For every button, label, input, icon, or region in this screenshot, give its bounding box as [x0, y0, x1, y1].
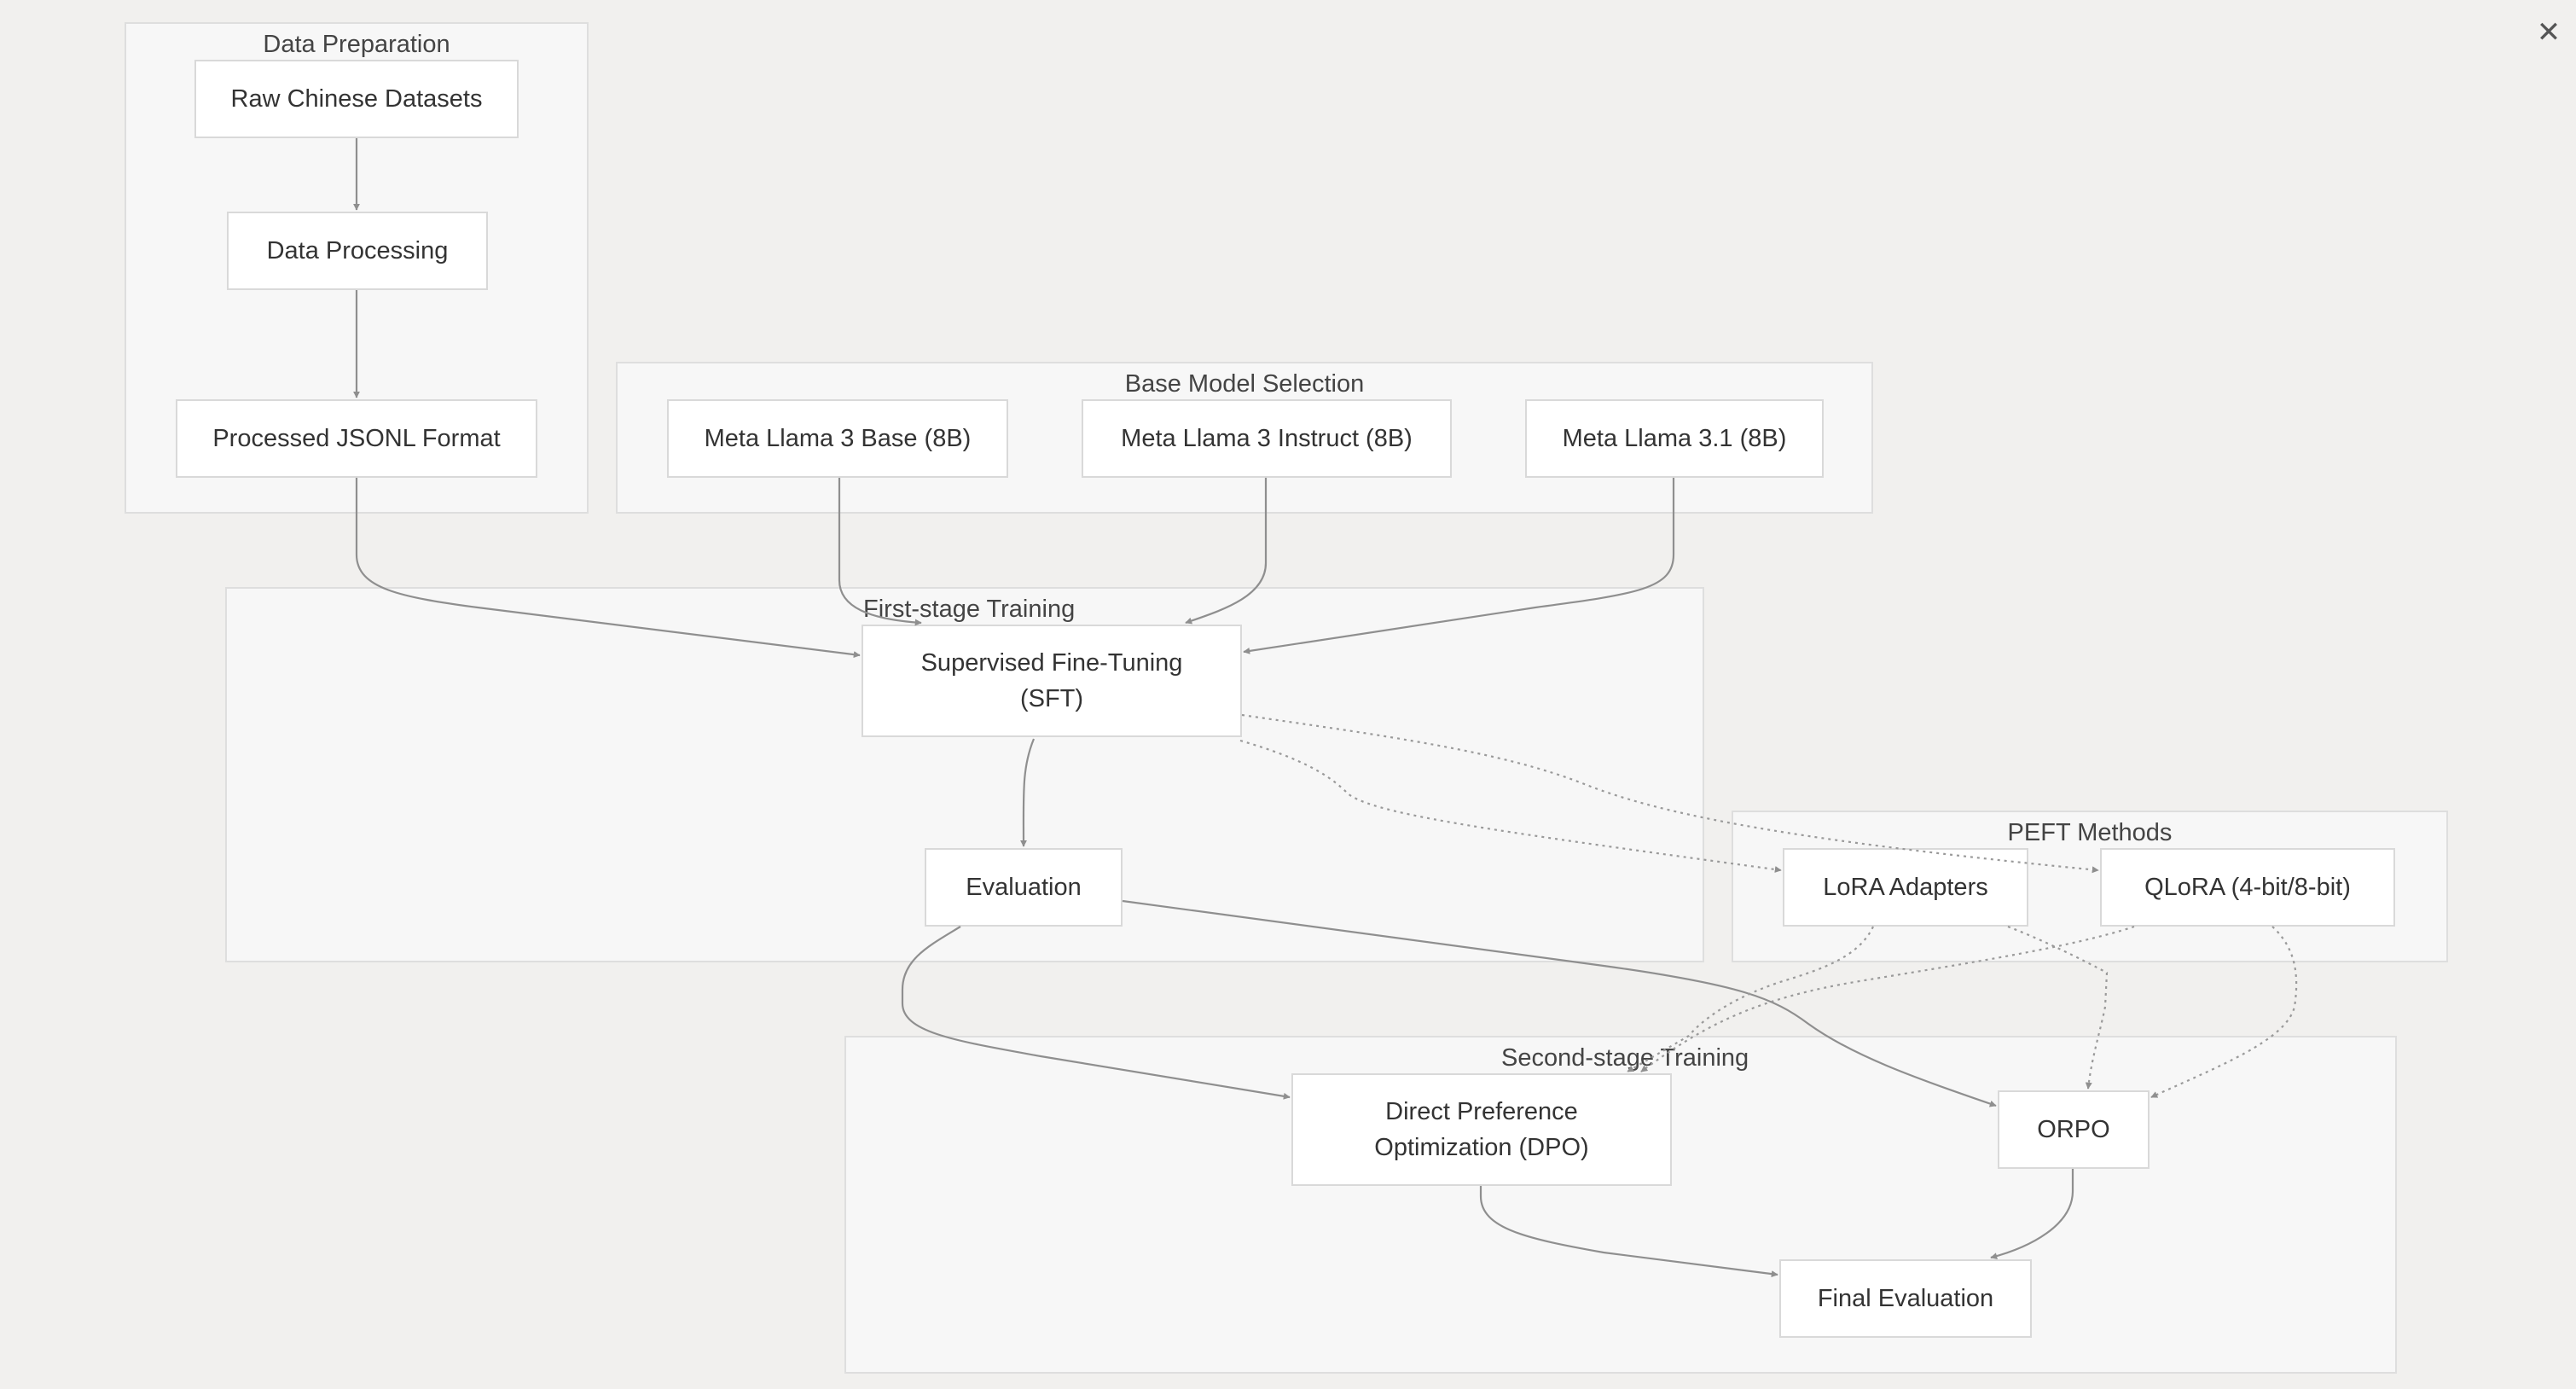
node-evaluation[interactable]: Evaluation: [925, 848, 1123, 927]
node-orpo[interactable]: ORPO: [1998, 1090, 2150, 1169]
node-meta-llama-3-instruct[interactable]: Meta Llama 3 Instruct (8B): [1082, 399, 1452, 478]
node-meta-llama-3-base[interactable]: Meta Llama 3 Base (8B): [667, 399, 1008, 478]
node-label: Meta Llama 3.1 (8B): [1562, 425, 1787, 452]
node-label: Meta Llama 3 Base (8B): [704, 425, 972, 452]
node-label: Meta Llama 3 Instruct (8B): [1121, 425, 1413, 452]
node-label-line2: (SFT): [1019, 685, 1084, 712]
node-raw-chinese-datasets[interactable]: Raw Chinese Datasets: [194, 60, 519, 138]
close-icon: ✕: [2536, 16, 2561, 49]
node-lora-adapters[interactable]: LoRA Adapters: [1783, 848, 2028, 927]
node-label-line1: Direct Preference: [1385, 1098, 1578, 1125]
node-data-processing[interactable]: Data Processing: [227, 212, 488, 290]
node-label: Evaluation: [966, 874, 1082, 901]
group-title-peft-methods: PEFT Methods: [2007, 819, 2173, 846]
node-supervised-fine-tuning[interactable]: Supervised Fine-Tuning (SFT): [862, 625, 1242, 737]
node-label: Raw Chinese Datasets: [230, 85, 483, 113]
node-label: LoRA Adapters: [1823, 874, 1988, 901]
node-qlora[interactable]: QLoRA (4-bit/8-bit): [2100, 848, 2395, 927]
group-title-base-model-selection: Base Model Selection: [1124, 370, 1365, 398]
node-final-evaluation[interactable]: Final Evaluation: [1779, 1259, 2032, 1338]
node-direct-preference-optimization[interactable]: Direct Preference Optimization (DPO): [1291, 1073, 1672, 1186]
node-label: Processed JSONL Format: [212, 425, 501, 452]
group-title-second-stage-training: Second-stage Training: [1501, 1044, 1749, 1072]
node-label: Final Evaluation: [1817, 1285, 1994, 1312]
node-label: Data Processing: [266, 237, 449, 264]
node-processed-jsonl-format[interactable]: Processed JSONL Format: [176, 399, 537, 478]
node-label: QLoRA (4-bit/8-bit): [2144, 874, 2351, 901]
node-label-line1: Supervised Fine-Tuning: [920, 649, 1183, 677]
node-label-line2: Optimization (DPO): [1374, 1134, 1589, 1161]
group-title-data-preparation: Data Preparation: [263, 31, 450, 58]
node-label: ORPO: [2037, 1116, 2110, 1143]
group-title-first-stage-training: First-stage Training: [863, 596, 1076, 623]
node-meta-llama-3-1[interactable]: Meta Llama 3.1 (8B): [1525, 399, 1824, 478]
close-button[interactable]: ✕: [2533, 17, 2564, 48]
